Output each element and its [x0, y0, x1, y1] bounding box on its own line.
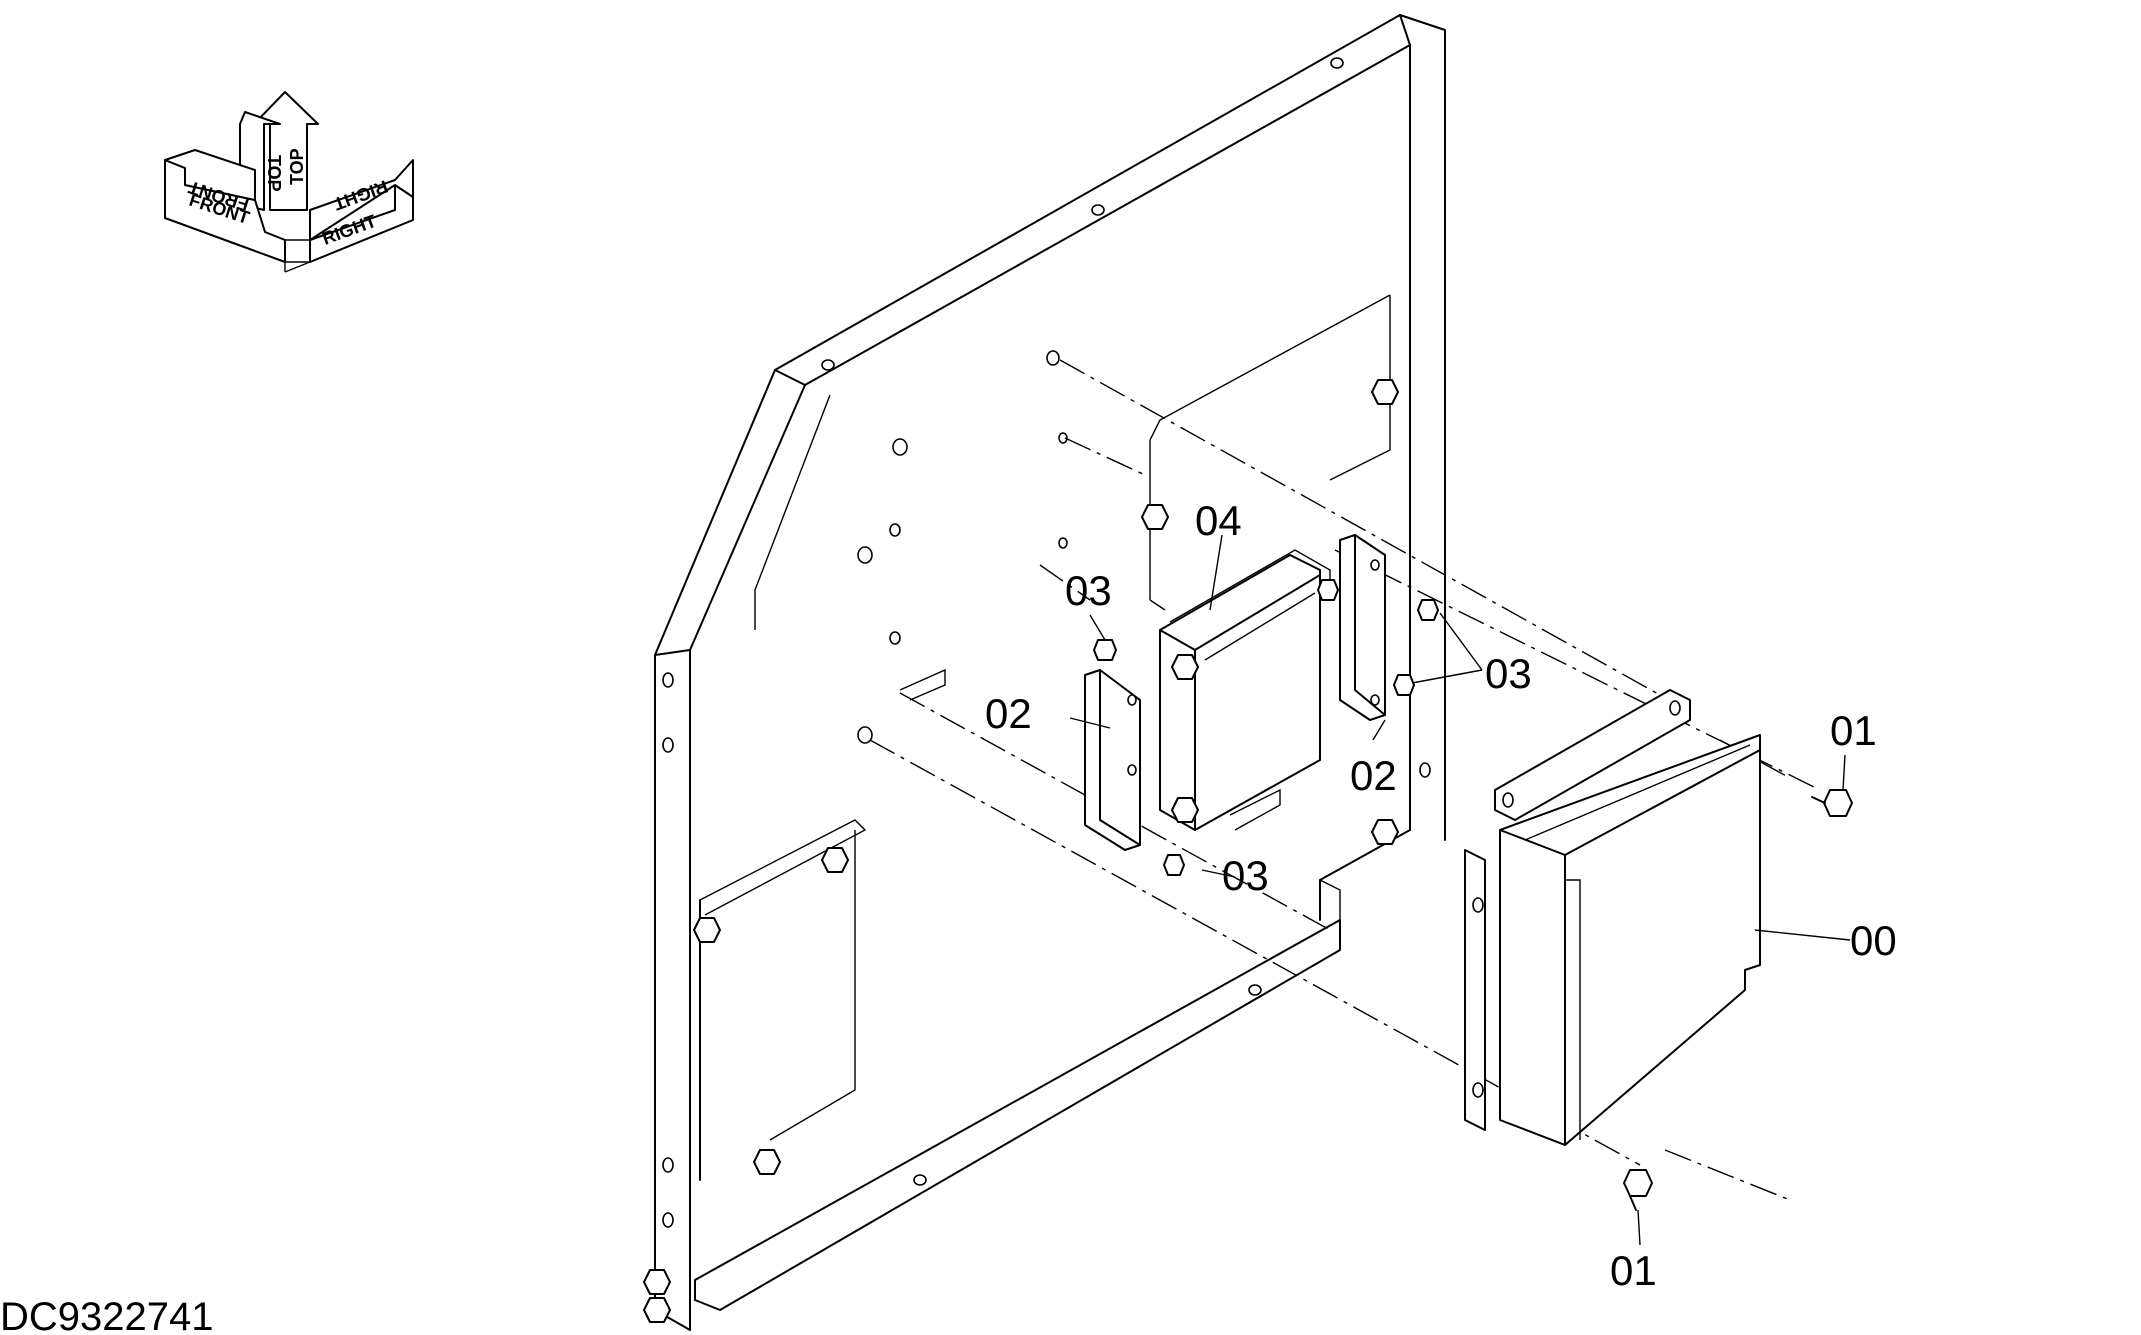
top-label: TOP [264, 155, 284, 192]
screw-03 [1093, 599, 1439, 876]
callout-03-right: 03 [1485, 650, 1532, 697]
leader-lines [1069, 534, 1851, 1246]
bolt-01 [1623, 789, 1853, 1211]
bracket-right [1339, 534, 1386, 721]
panel-bolt [643, 379, 1399, 1323]
callout-03-left: 03 [1065, 567, 1112, 614]
mounting-panel [643, 14, 1446, 1331]
panel-hole [662, 57, 1431, 1228]
right-label-mirror: RIGHT [331, 176, 390, 214]
bracket-left [1084, 669, 1141, 851]
callout-02-right: 02 [1350, 752, 1397, 799]
orientation-arrows-icon: FRONT FRONT TOP TOP RIGHT RIGHT [164, 91, 414, 273]
callout-03-bottom: 03 [1222, 852, 1269, 899]
document-id: DC9322741 [0, 1295, 214, 1335]
callout-04: 04 [1195, 497, 1242, 544]
controller-unit [1159, 549, 1339, 831]
callout-01-bottom: 01 [1610, 1247, 1657, 1294]
cover-box [1464, 689, 1761, 1146]
top-label-mirror: TOP [287, 148, 307, 185]
callout-00: 00 [1850, 917, 1897, 964]
callout-02-left: 02 [985, 690, 1032, 737]
callout-01-top: 01 [1830, 707, 1877, 754]
